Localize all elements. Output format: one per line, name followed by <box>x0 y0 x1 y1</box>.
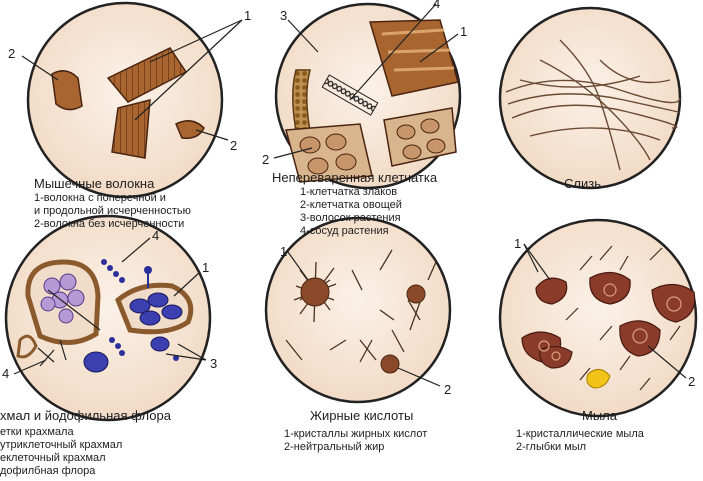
marker-3: 3 <box>280 8 287 23</box>
marker-1: 1 <box>280 244 287 259</box>
neutral-fat-drop <box>407 285 425 303</box>
crystal-cluster-core <box>301 278 329 306</box>
legend-starch: етки крахмала утриклеточный крахмал екле… <box>0 426 122 478</box>
panel-starch: 4 1 3 4 <box>2 216 217 420</box>
legend-item: 2-клетчатка овощей <box>300 199 402 212</box>
legend-muscle-fibers: 1-волокна с поперечной и и продольной ис… <box>34 192 191 231</box>
marker-1: 1 <box>244 8 251 23</box>
legend-fatty-acids: 1-кристаллы жирных кислот 2-нейтральный … <box>284 428 427 454</box>
panel-cellulose: 3 4 1 2 <box>262 0 467 188</box>
legend-item: 1-клетчатка злаков <box>300 186 402 199</box>
legend-item: и продольной исчерченностью <box>34 205 191 218</box>
marker-1: 1 <box>202 260 209 275</box>
legend-item: 3-волосок растения <box>300 212 402 225</box>
legend-item: 2-нейтральный жир <box>284 441 427 454</box>
marker-1: 1 <box>514 236 521 251</box>
legend-soaps: 1-кристаллические мыла 2-глыбки мыл <box>516 428 644 454</box>
caption-muscle-fibers: Мышечные волокна <box>34 176 154 191</box>
caption-cellulose: Непереваренная клетчатка <box>272 170 437 185</box>
marker-2b: 2 <box>230 138 237 153</box>
caption-mucus: Слизь <box>564 176 601 191</box>
legend-item: дофилбная флора <box>0 465 122 478</box>
legend-item: 4-сосуд растения <box>300 225 402 238</box>
caption-soaps: Мыла <box>582 408 617 423</box>
legend-item: 1-кристаллические мыла <box>516 428 644 441</box>
legend-item: 2-глыбки мыл <box>516 441 644 454</box>
legend-item: еклеточный крахмал <box>0 452 122 465</box>
legend-cellulose: 1-клетчатка злаков 2-клетчатка овощей 3-… <box>300 186 402 238</box>
panel-muscle-fibers: 1 2 2 <box>8 3 251 197</box>
legend-item: утриклеточный крахмал <box>0 439 122 452</box>
legend-item: етки крахмала <box>0 426 122 439</box>
caption-starch: хмал и йодофильная флора <box>0 408 171 423</box>
marker-3: 3 <box>210 356 217 371</box>
legend-item: 1-кристаллы жирных кислот <box>284 428 427 441</box>
marker-2: 2 <box>688 374 695 389</box>
panel-mucus <box>500 8 680 188</box>
panel-soaps: 1 2 <box>500 220 696 416</box>
legend-item: 2-волокна без исчерченности <box>34 218 191 231</box>
marker-2: 2 <box>444 382 451 397</box>
neutral-fat-drop <box>381 355 399 373</box>
caption-fatty-acids: Жирные кислоты <box>310 408 413 423</box>
marker-4b: 4 <box>2 366 9 381</box>
panel-fatty-acids: 1 2 <box>266 218 451 402</box>
marker-2: 2 <box>262 152 269 167</box>
marker-4: 4 <box>433 0 440 11</box>
marker-2: 2 <box>8 46 15 61</box>
microscope-field <box>266 218 450 402</box>
legend-item: 1-волокна с поперечной и <box>34 192 191 205</box>
marker-1: 1 <box>460 24 467 39</box>
